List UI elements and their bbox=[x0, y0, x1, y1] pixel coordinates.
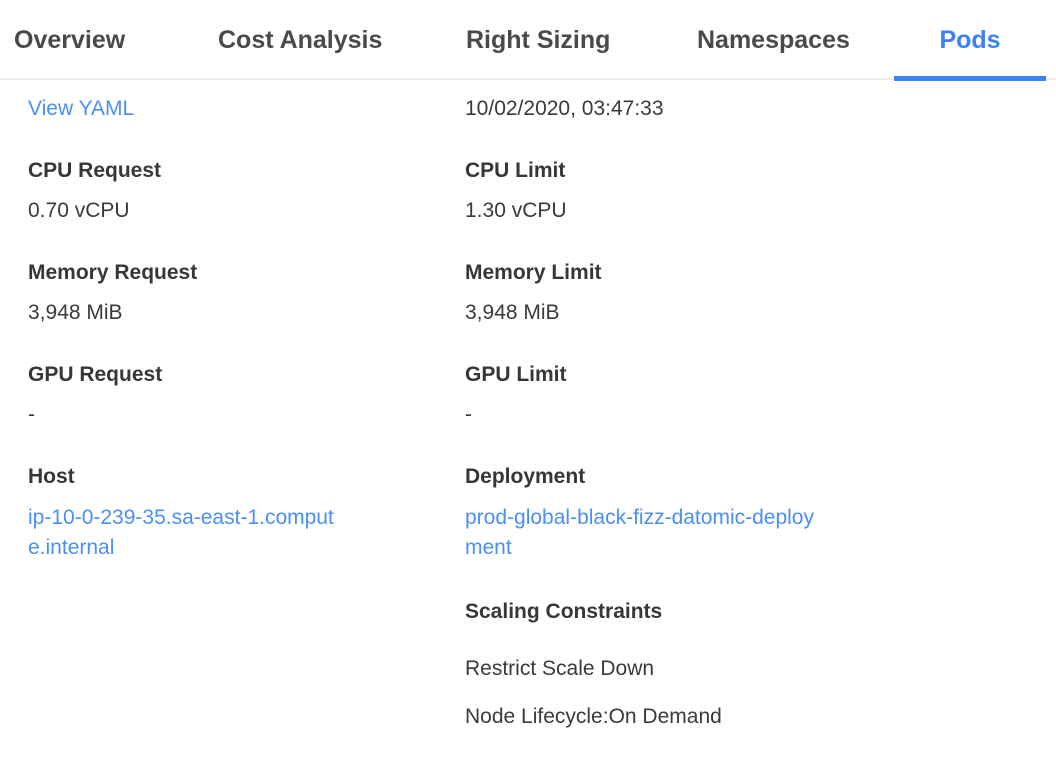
memory-limit-value: 3,948 MiB bbox=[465, 301, 560, 324]
details-column-right: 10/02/2020, 03:47:33 CPU Limit 1.30 vCPU… bbox=[465, 95, 905, 765]
cpu-request-value: 0.70 vCPU bbox=[28, 199, 130, 222]
host-field: Host ip-10-0-239-35.sa-east-1.compute.in… bbox=[28, 463, 465, 563]
cpu-request-label: CPU Request bbox=[28, 159, 162, 182]
memory-request-label: Memory Request bbox=[28, 261, 198, 284]
scaling-constraints-label: Scaling Constraints bbox=[465, 600, 663, 623]
scaling-constraints-section: Scaling Constraints Restrict Scale Down … bbox=[465, 598, 905, 730]
tab-namespaces[interactable]: Namespaces bbox=[697, 25, 850, 54]
cpu-request-field: CPU Request 0.70 vCPU bbox=[28, 157, 465, 224]
gpu-request-field: GPU Request - bbox=[28, 361, 465, 428]
deployment-label: Deployment bbox=[465, 465, 586, 488]
cpu-limit-field: CPU Limit 1.30 vCPU bbox=[465, 157, 905, 224]
deployment-link[interactable]: prod-global-black-fizz-datomic-deploymen… bbox=[465, 506, 814, 559]
cpu-limit-label: CPU Limit bbox=[465, 159, 566, 182]
gpu-request-value: - bbox=[28, 403, 35, 426]
creation-timestamp: 10/02/2020, 03:47:33 bbox=[465, 97, 664, 120]
details-column-left: View YAML CPU Request 0.70 vCPU Memory R… bbox=[28, 95, 465, 598]
gpu-limit-label: GPU Limit bbox=[465, 363, 567, 386]
tab-bar: Overview Cost Analysis Right Sizing Name… bbox=[0, 0, 1056, 81]
pod-details-panel: View YAML CPU Request 0.70 vCPU Memory R… bbox=[0, 80, 1056, 765]
memory-limit-label: Memory Limit bbox=[465, 261, 602, 284]
host-link[interactable]: ip-10-0-239-35.sa-east-1.compute.interna… bbox=[28, 506, 334, 559]
cpu-limit-value: 1.30 vCPU bbox=[465, 199, 567, 222]
tab-right-sizing[interactable]: Right Sizing bbox=[466, 25, 611, 54]
gpu-request-label: GPU Request bbox=[28, 363, 163, 386]
tab-cost-analysis[interactable]: Cost Analysis bbox=[218, 25, 383, 54]
view-yaml-link[interactable]: View YAML bbox=[28, 97, 135, 120]
tab-pods-label: Pods bbox=[939, 25, 1001, 54]
deployment-field: Deployment prod-global-black-fizz-datomi… bbox=[465, 463, 905, 563]
memory-request-value: 3,948 MiB bbox=[28, 301, 123, 324]
tab-pods[interactable]: Pods bbox=[894, 0, 1046, 81]
scaling-constraint-item-node-lifecycle: Node Lifecycle:On Demand bbox=[465, 705, 722, 728]
tab-overview[interactable]: Overview bbox=[14, 25, 126, 54]
active-tab-underline bbox=[894, 76, 1046, 81]
scaling-constraint-item-restrict-scale-down: Restrict Scale Down bbox=[465, 657, 655, 680]
host-label: Host bbox=[28, 465, 75, 488]
gpu-limit-value: - bbox=[465, 403, 472, 426]
gpu-limit-field: GPU Limit - bbox=[465, 361, 905, 428]
memory-request-field: Memory Request 3,948 MiB bbox=[28, 259, 465, 326]
memory-limit-field: Memory Limit 3,948 MiB bbox=[465, 259, 905, 326]
